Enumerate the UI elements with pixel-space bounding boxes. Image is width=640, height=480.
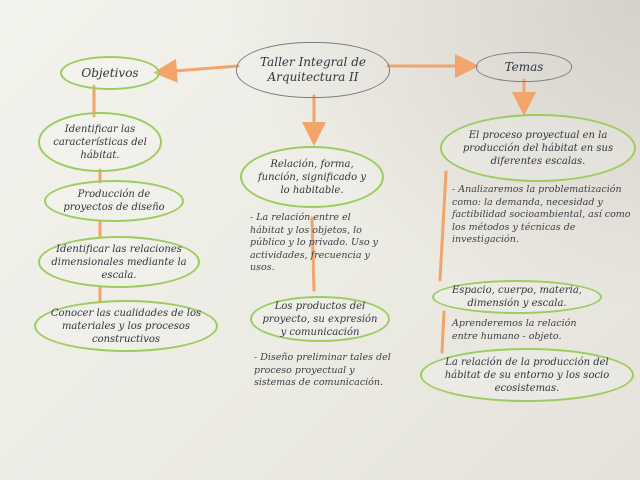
line-centro-to-productos [310,216,316,292]
tema-note-1: - Analizaremos la problematización como:… [452,184,631,245]
tema-note-2: Aprenderemos la relación entre humano - … [452,318,577,342]
arrow-title-to-objetivos [153,58,240,83]
tema-relacion-text: La relación de la producción del hábitat… [444,356,610,394]
objetivo-item-2: Producción de proyectos de diseño [44,180,184,222]
line-temas-spine [438,170,448,282]
tema-espacio-node: Espacio, cuerpo, materia, dimensión y es… [432,280,602,314]
objetivo-item-2-text: Producción de proyectos de diseño [63,189,165,213]
centro-relacion-node: Relación, forma, función, significado y … [240,146,384,208]
centro-productos-text: Los productos del proyecto, su expresión… [262,300,378,338]
centro-note-2: - Diseño preliminar tales del proceso pr… [254,352,391,388]
centro-relacion-text: Relación, forma, función, significado y … [257,158,367,196]
objetivo-item-4: Conocer las cualidades de los materiales… [34,300,218,352]
objetivo-item-1: Identificar las características del hábi… [38,112,162,172]
tema-relacion-node: La relación de la producción del hábitat… [420,348,634,402]
objetivo-item-4-text: Conocer las cualidades de los materiales… [50,307,202,345]
objetivo-item-3-text: Identificar las relaciones dimensionales… [51,243,187,281]
centro-note-1: - La relación entre el hábitat y los obj… [250,212,378,273]
tema-proceso-text: El proceso proyectual en la producción d… [462,129,614,167]
central-title-node: Taller Integral de Arquitectura II [236,42,390,98]
objetivos-node: Objetivos [60,56,160,90]
temas-label: Temas [504,59,544,74]
central-title: Taller Integral de Arquitectura II [260,55,366,84]
temas-node: Temas [476,52,572,82]
objetivo-item-1-text: Identificar las características del hábi… [53,123,147,161]
centro-productos-node: Los productos del proyecto, su expresión… [250,296,390,342]
line-temas-spine-lower [440,310,446,354]
tema-espacio-text: Espacio, cuerpo, materia, dimensión y es… [452,285,582,309]
objetivo-item-3: Identificar las relaciones dimensionales… [38,236,200,288]
tema-proceso-node: El proceso proyectual en la producción d… [440,114,636,182]
objetivos-label: Objetivos [81,65,139,80]
